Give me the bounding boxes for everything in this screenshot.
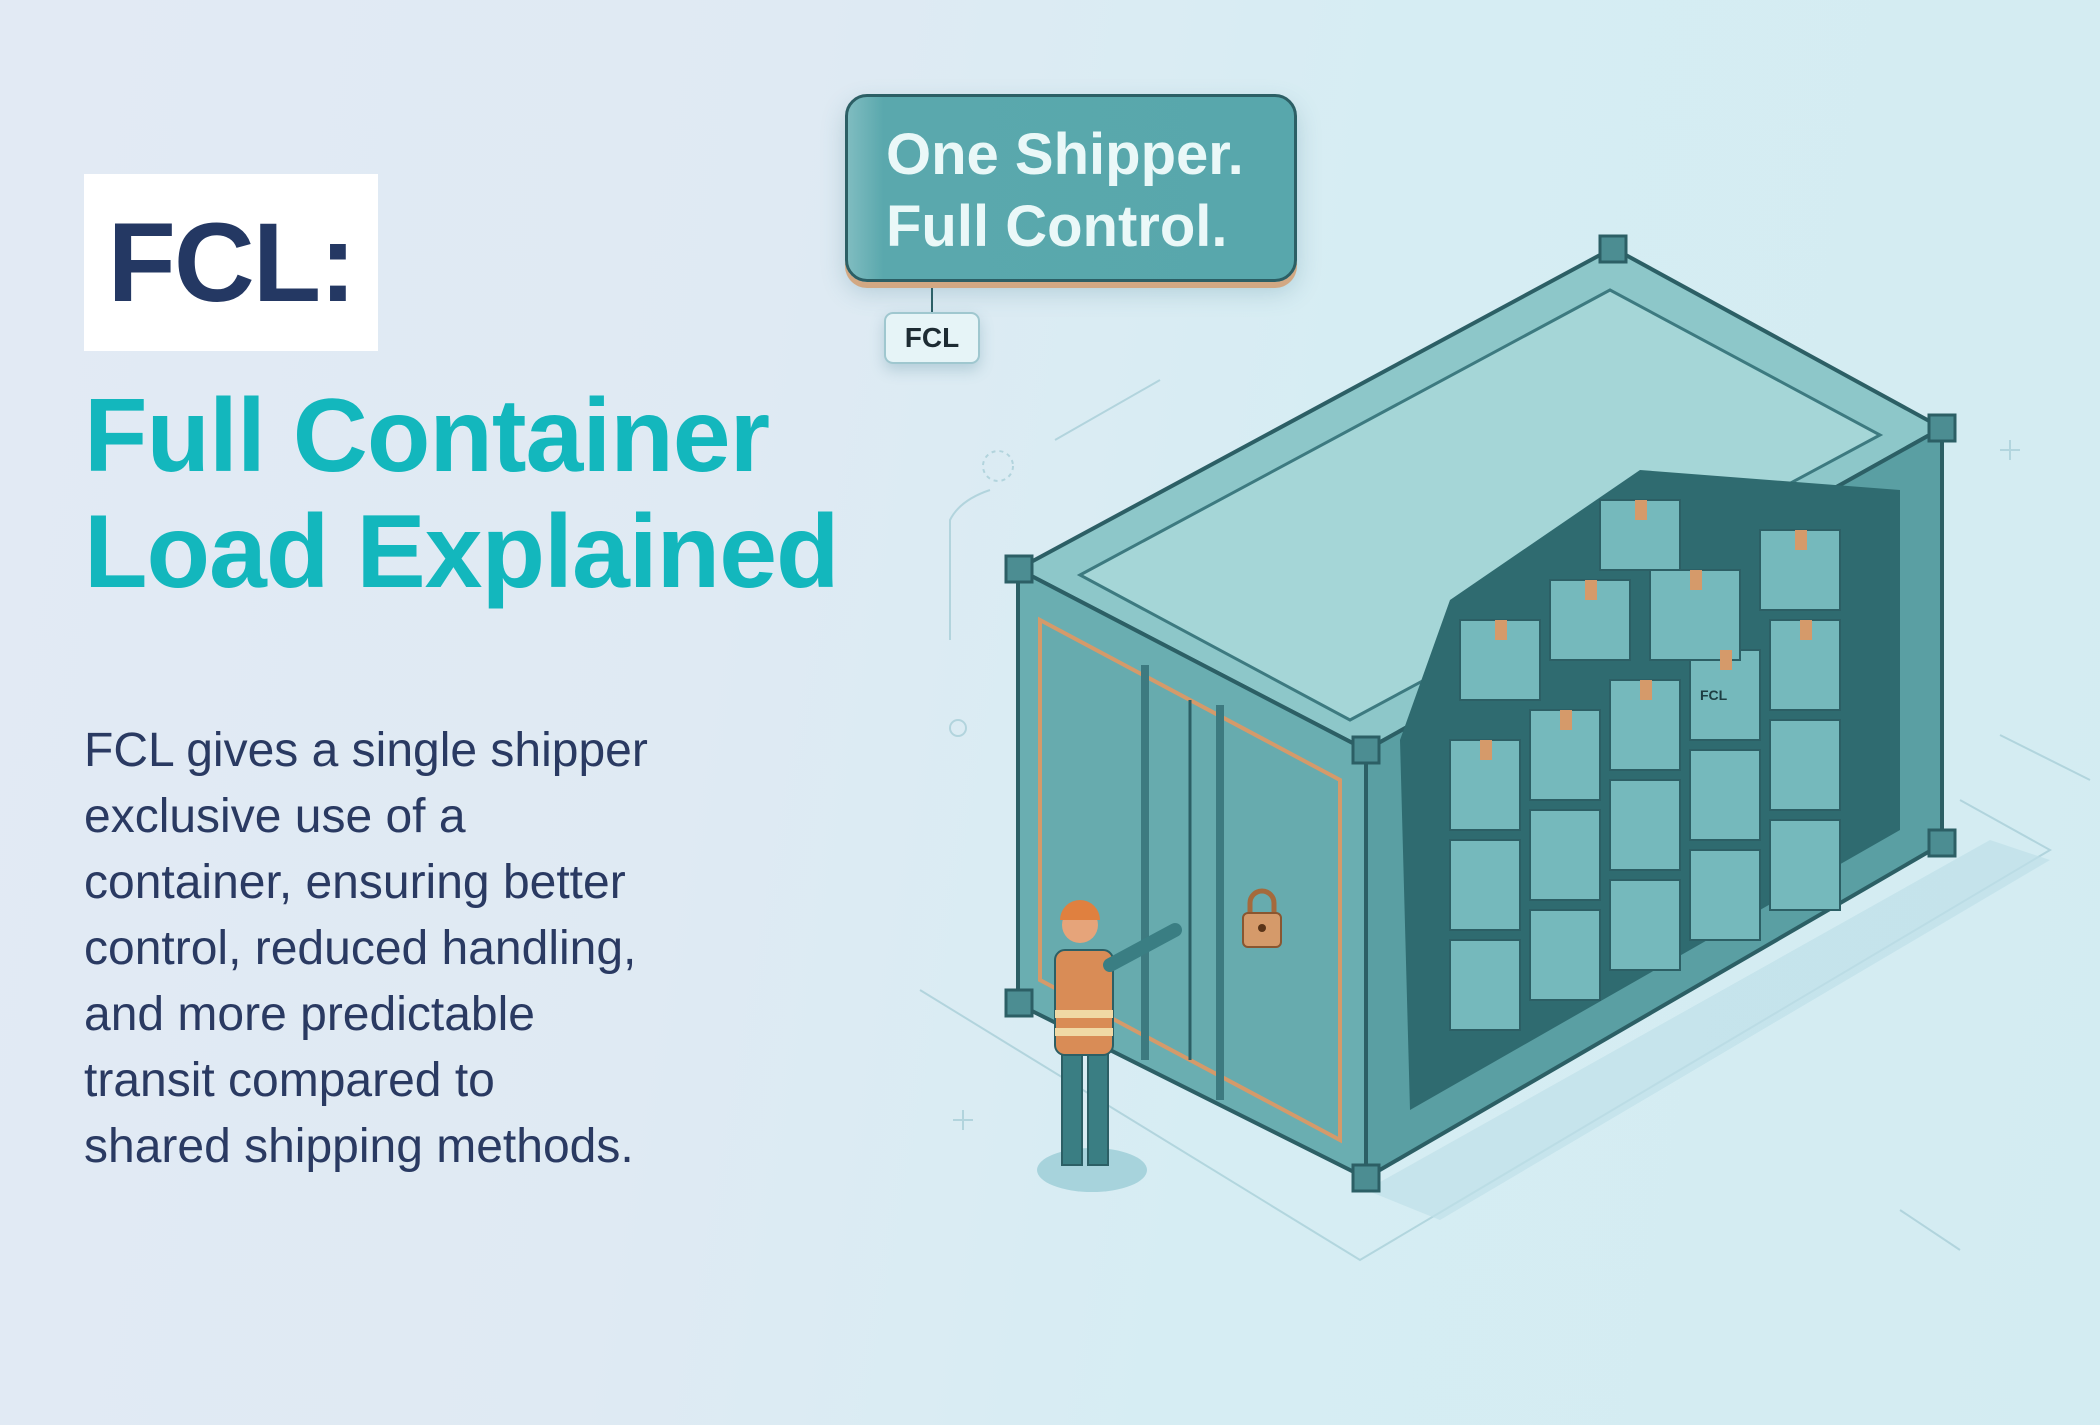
fcl-tag: FCL [884,312,980,364]
fcl-label: FCL: [107,200,356,325]
description-line: FCL gives a single shipper [84,724,648,777]
description-line: control, reduced handling, [84,922,637,975]
box-label: FCL [1700,687,1728,703]
description-line: exclusive use of a [84,790,466,843]
callout-line-2: Full Control. [886,194,1228,259]
door-bars [1141,665,1224,1100]
callout-line-1: One Shipper. [886,122,1244,187]
cargo-boxes [1449,499,1841,1031]
corner-castings [1004,234,1957,1193]
worker-figure [1037,900,1182,1192]
page-title: Full Container Load Explained [84,378,840,610]
fcl-label-box: FCL: [84,174,378,351]
lock-icon [1242,888,1282,948]
callout-connector [931,286,933,314]
description-line: container, ensuring better [84,856,626,909]
description-line: and more predictable [84,988,535,1041]
title-line-1: Full Container [84,378,770,494]
description-line: transit compared to [84,1054,495,1107]
title-line-2: Load Explained [84,494,840,610]
description-line: shared shipping methods. [84,1120,634,1173]
callout-banner: One Shipper. Full Control. [845,94,1297,282]
container-shadow [1366,840,2050,1220]
description: FCL gives a single shipper exclusive use… [84,718,804,1180]
